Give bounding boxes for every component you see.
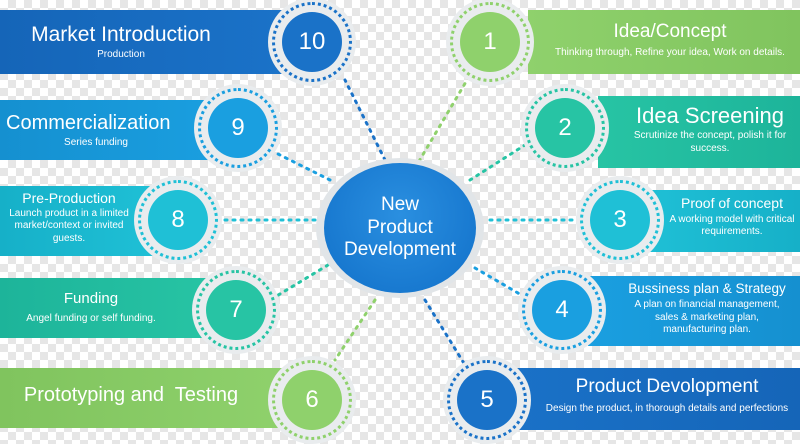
hub-line-2: Product [367, 216, 433, 238]
node-5-dotted-ring [447, 360, 527, 440]
node-1-dotted-ring [450, 2, 530, 82]
step-4-subtitle: A plan on financial management, sales & … [634, 299, 780, 336]
node-7-dotted-ring [196, 270, 276, 350]
step-7-title: Funding [63, 290, 119, 307]
node-8-dotted-ring [138, 180, 218, 260]
step-7-subtitle: Angel funding or self funding. [26, 312, 156, 324]
step-5-title: Product Devolopment [575, 376, 759, 397]
banner-step-9: Commercialization Series funding [0, 100, 222, 160]
banner-step-6: Prototyping and Testing [0, 368, 292, 428]
banner-step-2: Idea Screening Scrutinize the concept, p… [598, 96, 800, 168]
banner-step-10: Market Introduction Production [0, 10, 282, 74]
banner-step-8: Pre-Production Launch product in a limit… [0, 186, 158, 256]
connector-6 [333, 298, 377, 362]
node-10-circle: 10 [282, 12, 342, 72]
node-9-circle: 9 [208, 98, 268, 158]
node-5-circle: 5 [457, 370, 517, 430]
step-10-title: Market Introduction [31, 23, 211, 46]
connector-7 [268, 263, 330, 302]
banner-step-7: Funding Angel funding or self funding. [0, 278, 212, 338]
step-8-title: Pre-Production [22, 190, 116, 206]
step-6-title: Prototyping and Testing [23, 384, 239, 406]
banner-step-5: Product Devolopment Design the product, … [498, 368, 800, 430]
node-3-circle: 3 [590, 190, 650, 250]
node-4-dotted-ring [522, 270, 602, 350]
banner-step-3: Proof of concept A working model with cr… [642, 190, 800, 252]
step-8-subtitle: Launch product in a limited market/conte… [9, 207, 129, 244]
step-2-subtitle: Scrutinize the concept, polish it for su… [633, 130, 787, 154]
hub-circle: New Product Development [324, 163, 476, 293]
step-10-subtitle: Production [97, 49, 145, 61]
banner-step-4: Bussiness plan & Strategy A plan on fina… [588, 276, 800, 346]
step-2-title: Idea Screening [636, 103, 784, 128]
step-5-subtitle: Design the product, in thorough details … [545, 402, 789, 414]
node-2-circle: 2 [535, 98, 595, 158]
step-3-title: Proof of concept [681, 195, 783, 211]
banner-step-1: Idea/Concept Thinking through, Refine yo… [528, 10, 800, 74]
node-4-circle: 4 [532, 280, 592, 340]
connector-4 [473, 266, 532, 302]
connector-5 [423, 298, 467, 367]
step-1-title: Idea/Concept [613, 21, 727, 42]
hub-line-1: New [380, 193, 419, 215]
step-1-subtitle: Thinking through, Refine your idea, Work… [555, 46, 785, 58]
node-6-circle: 6 [282, 370, 342, 430]
node-3-dotted-ring [580, 180, 660, 260]
connector-2 [468, 143, 527, 182]
node-6-dotted-ring [272, 360, 352, 440]
node-7-circle: 7 [206, 280, 266, 340]
connector-10 [343, 78, 387, 162]
node-1-circle: 1 [460, 12, 520, 72]
hub-line-3: Development [344, 239, 456, 261]
step-9-title: Commercialization [6, 112, 171, 134]
node-10-dotted-ring [272, 2, 352, 82]
step-3-subtitle: A working model with critical requiremen… [669, 213, 795, 238]
node-2-dotted-ring [525, 88, 605, 168]
node-9-dotted-ring [198, 88, 278, 168]
connector-1 [413, 73, 472, 170]
node-8-circle: 8 [148, 190, 208, 250]
step-9-subtitle: Series funding [64, 137, 128, 148]
step-4-title: Bussiness plan & Strategy [628, 281, 786, 296]
connector-9 [268, 148, 332, 182]
